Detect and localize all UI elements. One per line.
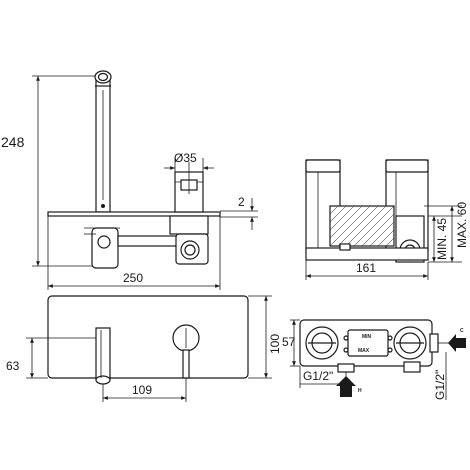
spout-front bbox=[95, 327, 111, 385]
dim-max-depth: MAX. 60 bbox=[455, 202, 469, 248]
dim-depth: 161 bbox=[356, 261, 376, 275]
dim-spout-height: 63 bbox=[6, 359, 20, 373]
hot-inlet-arrow: H bbox=[336, 376, 362, 397]
hot-label: H bbox=[358, 388, 362, 394]
dim-min-depth: MIN. 45 bbox=[435, 218, 449, 260]
dim-plate-width: 250 bbox=[123, 271, 143, 285]
spout-tube bbox=[94, 70, 112, 213]
handle-front bbox=[172, 324, 200, 379]
dim-plate-height: 100 bbox=[268, 334, 282, 354]
dim-height-total: 248 bbox=[1, 134, 25, 150]
dim-diameter: Ø35 bbox=[174, 151, 197, 165]
dim-plate-thickness: 2 bbox=[238, 195, 245, 209]
side-view: 248 2 Ø35 bbox=[1, 70, 258, 290]
cold-label: C bbox=[460, 328, 464, 334]
body-top-view: MIN MAX 57 G1/2" G1/2" H C bbox=[282, 319, 466, 400]
cold-inlet-arrow: C bbox=[448, 328, 466, 352]
handle-side bbox=[174, 162, 204, 213]
dim-body-height: 57 bbox=[282, 335, 296, 349]
dim-thread-bottom: G1/2" bbox=[303, 369, 333, 383]
hatch-area bbox=[329, 205, 395, 247]
wall-plate-side bbox=[47, 211, 221, 217]
dim-thread-side: G1/2" bbox=[433, 370, 447, 400]
front-view: 63 100 109 bbox=[6, 295, 282, 402]
concealed-body-side bbox=[84, 215, 209, 269]
dim-spout-to-handle: 109 bbox=[132, 383, 152, 397]
max-label: MAX bbox=[358, 348, 370, 354]
depth-view: MIN. 45 MAX. 60 161 bbox=[305, 159, 469, 280]
min-label: MIN bbox=[362, 334, 372, 340]
